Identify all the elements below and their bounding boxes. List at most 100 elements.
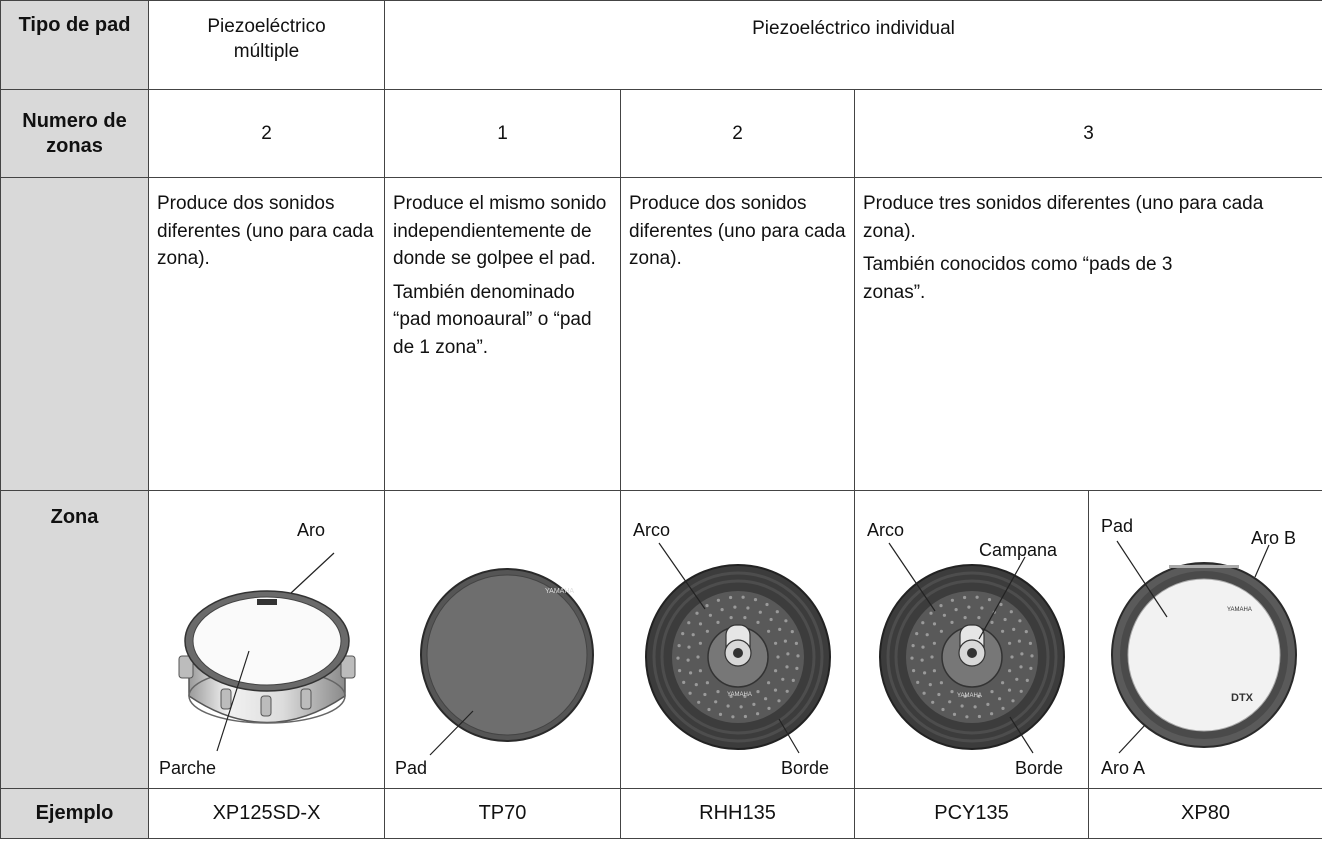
xp80-dtx-logo: DTX [1231, 692, 1254, 704]
cymbal-perforation-dot [708, 613, 712, 617]
cymbal-perforation-dot [729, 595, 733, 600]
description-three-zone: Produce tres sonidos diferentes (uno par… [853, 177, 1322, 491]
cymbal-perforation-dot [785, 689, 789, 693]
tp70-logo: YAMAHA [545, 588, 574, 595]
cymbal-perforation-dot [678, 669, 682, 673]
row-zone-count: Numero de zonas 2 1 2 3 [0, 89, 1322, 178]
cymbal-perforation-dot [743, 616, 747, 620]
cymbal-perforation-dot [707, 707, 711, 712]
zone-image-rhh135: YAMAHA Arco Borde [620, 490, 855, 789]
cymbal-perforation-dot [686, 658, 690, 662]
description-one-text-1: Produce el mismo sonido independientemen… [393, 193, 607, 270]
cymbal-perforation-dot [939, 629, 943, 633]
cymbal-perforation-dot [786, 652, 790, 656]
cymbal-perforation-dot [931, 700, 935, 704]
cymbal-perforation-dot [733, 605, 737, 609]
cymbal-perforation-dot [977, 714, 981, 719]
cymbal-perforation-dot [1001, 706, 1005, 710]
cymbal-perforation-dot [915, 632, 919, 636]
cymbal-perforation-dot [1028, 641, 1032, 645]
cymbal-perforation-dot [753, 598, 758, 602]
cymbal-perforation-dot [785, 665, 789, 669]
description-two-text: Produce dos sonidos diferentes (uno para… [629, 193, 846, 270]
zone-image-xp80: YAMAHA DTX Pad Aro B Aro A [1087, 490, 1322, 789]
pad-type-single: Piezoeléctrico individual [383, 0, 1322, 90]
description-one-zone: Produce el mismo sonido independientemen… [384, 177, 621, 491]
cymbal-perforation-dot [696, 655, 700, 659]
zone-image-pcy135: YAMAHA Arco Campana Borde [854, 490, 1089, 789]
cymbal-perforation-dot [937, 692, 941, 697]
description-three-text-1: Produce tres sonidos diferentes (uno par… [863, 193, 1264, 242]
label-arco-pcy: Arco [867, 520, 905, 540]
cymbal-perforation-dot [960, 704, 964, 708]
example-xp80: XP80 [1087, 788, 1322, 839]
row-pad-type: Tipo de pad Piezoeléctrico múltiple Piez… [0, 0, 1322, 90]
cymbal-perforation-dot [743, 694, 747, 698]
zone-image-snare: Aro Parche [148, 490, 385, 789]
cymbal-perforation-dot [688, 691, 692, 695]
cymbal-perforation-dot [925, 633, 929, 637]
description-two-zone: Produce dos sonidos diferentes (uno para… [620, 177, 855, 491]
cymbal-perforation-dot [784, 619, 788, 623]
cymbal-perforation-dot [705, 604, 709, 608]
zone-count-one: 1 [384, 89, 621, 178]
cymbal-perforation-dot [781, 677, 785, 681]
cymbal-perforation-dot [698, 669, 702, 673]
description-multi: Produce dos sonidos diferentes (uno para… [148, 177, 385, 491]
cymbal-perforation-dot [942, 613, 946, 617]
cymbal-perforation-dot [689, 671, 693, 675]
cymbal-perforation-dot [677, 644, 681, 648]
cymbal-perforation-dot [967, 605, 971, 609]
cymbal-perforation-dot [774, 641, 778, 645]
pad-type-multi: Piezoeléctrico múltiple [148, 0, 385, 90]
cymbal-perforation-dot [941, 707, 945, 712]
cymbal-perforation-dot [767, 706, 771, 710]
pcy-logo: YAMAHA [957, 693, 982, 699]
cymbal-perforation-dot [694, 683, 698, 687]
zone-image-tp70: YAMAHA Pad [384, 490, 621, 789]
cymbal-perforation-dot [790, 630, 794, 634]
example-xp125sd-x: XP125SD-X [148, 788, 385, 839]
label-pad-tp70: Pad [395, 758, 428, 778]
cymbal-perforation-dot [756, 712, 760, 716]
cymbal-perforation-dot [1018, 619, 1022, 623]
cymbal-perforation-dot [1010, 655, 1014, 659]
zone-count-two: 2 [620, 89, 855, 178]
cymbal-perforation-dot [681, 632, 685, 636]
label-parche: Parche [159, 758, 217, 778]
cymbal-perforation-dot [980, 606, 984, 610]
cymbal-perforation-dot [1009, 610, 1013, 614]
cymbal-perforation-dot [1001, 681, 1005, 685]
zone-count-multi: 2 [148, 89, 385, 178]
cymbal-perforation-dot [695, 611, 699, 615]
cymbal-perforation-dot [767, 681, 771, 685]
cymbal-perforation-dot [1019, 689, 1023, 693]
cymbal-perforation-dot [756, 620, 760, 624]
cymbal-perforation-dot [923, 671, 927, 675]
cymbal-perforation-dot [698, 622, 703, 626]
cymbal-perforation-dot [752, 702, 756, 706]
cymbal-perforation-dot [794, 641, 798, 645]
row-description: Produce dos sonidos diferentes (uno para… [0, 177, 1322, 491]
zone-count-three: 3 [853, 89, 1322, 178]
cymbal-perforation-dot [1001, 629, 1005, 633]
pcy135-cymbal-illustration: YAMAHA [879, 542, 1065, 754]
cymbal-perforation-dot [999, 602, 1003, 607]
cymbal-perforation-dot [746, 606, 750, 610]
xp80-pad-illustration: YAMAHA DTX [1111, 540, 1297, 754]
cymbal-perforation-dot [765, 602, 769, 607]
cymbal-perforation-dot [1007, 688, 1012, 692]
cymbal-perforation-dot [1030, 654, 1034, 658]
cymbal-perforation-dot [687, 621, 691, 625]
cymbal-perforation-dot [1008, 669, 1012, 673]
cymbal-perforation-dot [729, 616, 733, 620]
rhh135-cymbal-illustration: YAMAHA [645, 542, 831, 754]
example-rhh135: RHH135 [620, 788, 855, 839]
cymbal-perforation-dot [973, 705, 977, 709]
cymbal-perforation-dot [1025, 678, 1029, 682]
cymbal-perforation-dot [921, 621, 925, 625]
cymbal-perforation-dot [990, 712, 994, 716]
cymbal-perforation-dot [922, 691, 926, 695]
header-example: Ejemplo [0, 788, 149, 839]
